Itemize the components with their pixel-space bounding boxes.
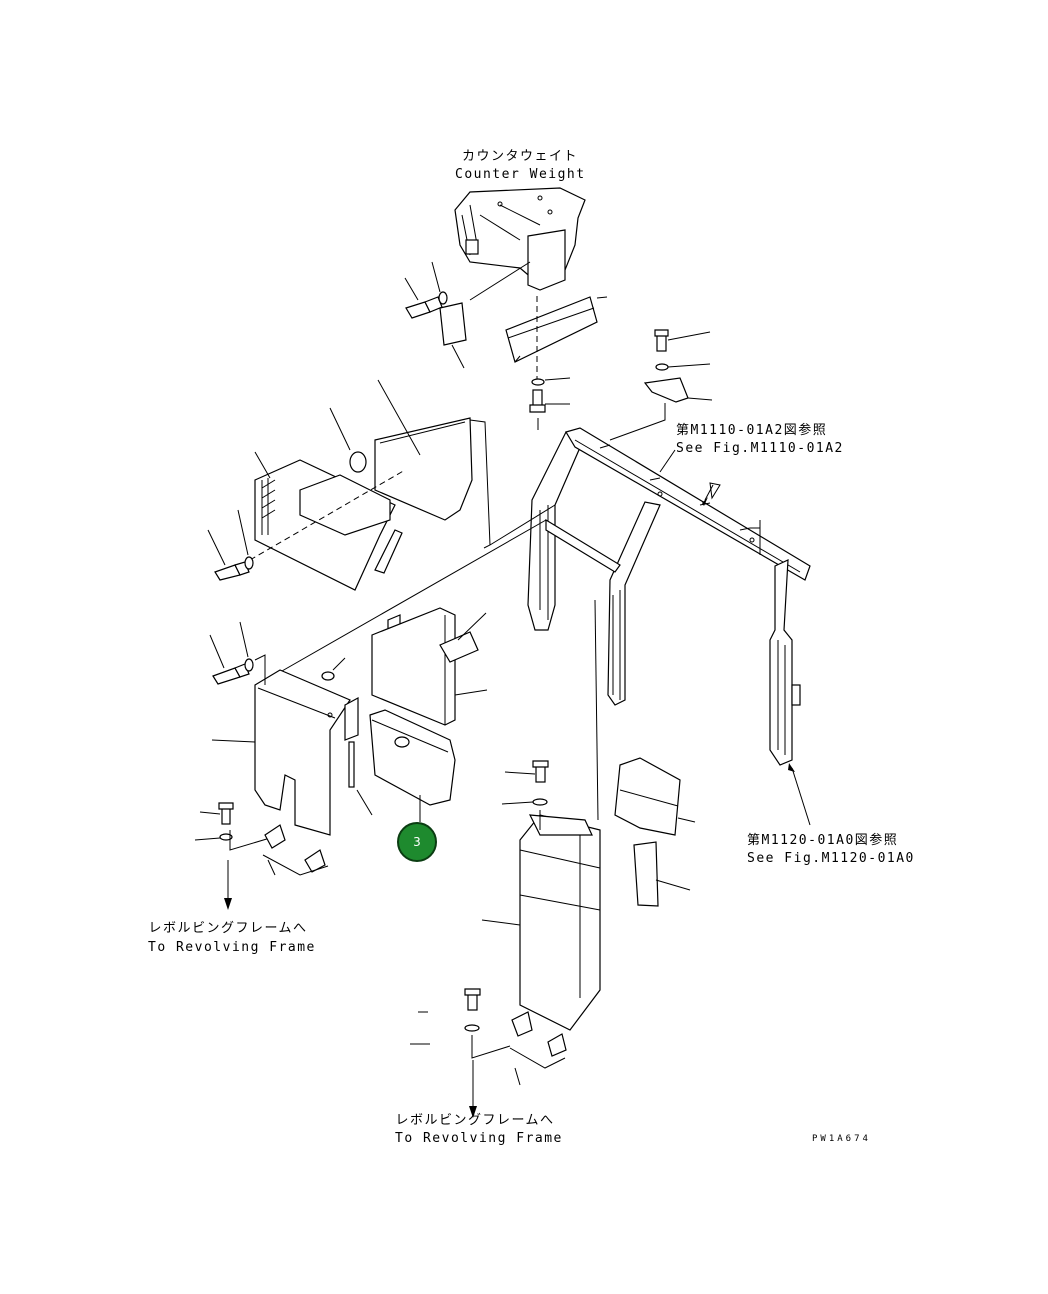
counter-weight-label-jp: カウンタウェイト <box>461 149 578 164</box>
revolving-frame-bottom-en: To Revolving Frame <box>395 1131 563 1146</box>
bolt-set-lower-left <box>194 621 271 851</box>
revolving-frame-bottom-jp: レボルビングフレームへ <box>395 1113 555 1128</box>
bolt-set-middle <box>207 509 254 581</box>
revolving-frame-left-en: To Revolving Frame <box>148 940 316 955</box>
bracket-top-right <box>609 329 713 441</box>
column-cover <box>481 599 601 1031</box>
insulation-panels <box>369 607 488 822</box>
bolt-set-column <box>410 760 549 1059</box>
side-cover-lower <box>211 657 373 836</box>
counter-weight-label-en: Counter Weight <box>455 167 586 182</box>
drawing-code: PW1A674 <box>812 1134 871 1144</box>
revolving-frame-left-jp: レボルビングフレームへ <box>148 921 308 936</box>
see-fig-a0-label-en: See Fig.M1120-01A0 <box>747 851 915 866</box>
cushion-pads <box>614 757 696 907</box>
arrow-down-icon <box>224 870 477 1118</box>
side-cover-upper <box>249 379 491 591</box>
see-fig-a2-label-en: See Fig.M1110-01A2 <box>676 441 844 456</box>
see-fig-a2-label-jp: 第M1110-01A2図参照 <box>676 423 828 438</box>
bolt-set-top <box>404 261 448 319</box>
reference-leaders <box>659 449 811 826</box>
callout-number: 3 <box>413 835 421 849</box>
callout-3-marker[interactable]: 3 <box>397 822 437 862</box>
clip-set-bottom <box>472 1011 567 1098</box>
see-fig-a0-label-jp: 第M1120-01A0図参照 <box>747 833 899 848</box>
counter-weight-part <box>439 187 608 430</box>
clip-set-left <box>227 824 329 890</box>
cab-frame <box>527 427 811 766</box>
